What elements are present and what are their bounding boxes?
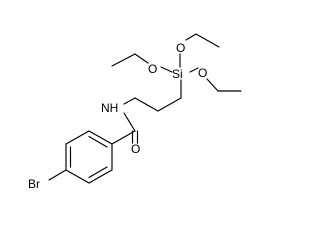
molecule-structure: Br O NH Si O O O: [28, 33, 242, 191]
structure-canvas: Br O NH Si O O O: [28, 33, 242, 191]
ethoxy-oxygen-left-label: O: [148, 62, 157, 76]
bond-ring-c4-c5: [65, 169, 90, 184]
silicon-label: Si: [172, 67, 183, 81]
bond-ch2-ch2: [134, 97, 159, 112]
bond-o-top-ch2: [185, 33, 197, 41]
bond-ring-c2-c3: [65, 130, 90, 145]
bromine-label: Br: [28, 177, 40, 191]
bond-o-left-ch2: [134, 53, 149, 64]
bond-si-o-right: [189, 67, 199, 73]
bond-n-ch2: [123, 97, 136, 105]
bond-ring-inner-3: [88, 166, 108, 179]
bond-ch2-ch2-si: [157, 97, 182, 112]
bond-ring-c5-c6: [88, 169, 113, 184]
bond-carbonyl-n: [123, 112, 136, 132]
bond-o-right-ch2: [206, 78, 219, 92]
bond-c-br: [48, 169, 67, 181]
bond-ring-inner-1: [88, 135, 108, 148]
bond-ring-carbonyl: [111, 130, 136, 145]
carbonyl-oxygen-label: O: [131, 142, 140, 156]
ethoxy-oxygen-right-label: O: [198, 66, 207, 80]
ethoxy-oxygen-top-label: O: [176, 41, 185, 55]
amide-nh-label: NH: [101, 101, 118, 115]
bond-ring-c1-c2: [88, 130, 113, 145]
benzene-ring: [65, 130, 113, 184]
bond-top-ch2-ch3: [195, 33, 220, 48]
bond-si-o-left: [160, 66, 173, 73]
bond-left-ch2-ch3: [111, 53, 136, 67]
